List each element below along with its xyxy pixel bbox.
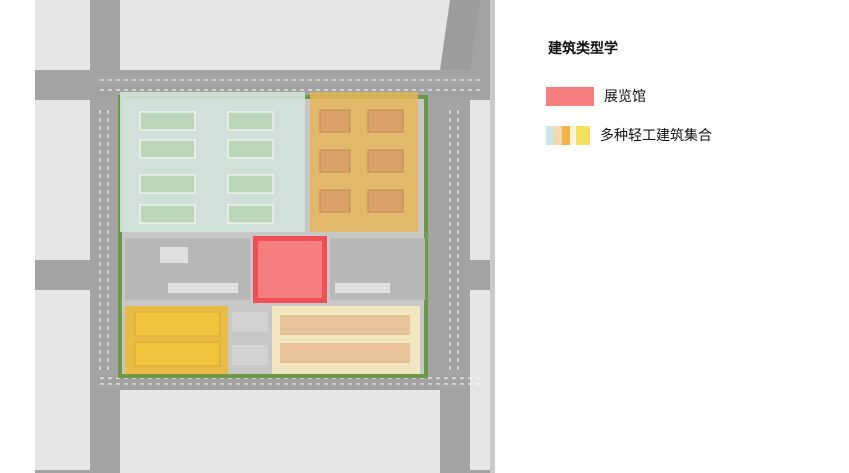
block-south — [120, 390, 440, 473]
central-small-building — [160, 247, 188, 263]
southwest-building-south — [134, 341, 221, 367]
solid-swatch-icon — [546, 86, 594, 106]
road-markings — [99, 79, 480, 385]
legend-label-exhibition-hall: 展览馆 — [604, 89, 646, 105]
legend-title: 建筑类型学 — [548, 41, 618, 57]
exhibition-hall-interior — [258, 241, 322, 298]
central-west-building — [168, 283, 238, 293]
map-edge — [490, 0, 495, 473]
legend-item-light-industry: 多种轻工建筑集合 — [546, 125, 712, 145]
block-west — [35, 100, 90, 260]
southwest-building-north — [134, 311, 221, 337]
west-buildings — [139, 111, 274, 224]
block-north — [120, 0, 450, 70]
legend-item-exhibition-hall: 展览馆 — [546, 86, 646, 106]
southeast-building-south — [280, 343, 410, 363]
southeast-building-north — [280, 315, 410, 335]
block-southwest — [35, 290, 90, 470]
south-central-building-1 — [232, 312, 268, 332]
multicolor-swatch-icon — [546, 125, 590, 145]
central-east-building — [335, 283, 390, 293]
east-buildings — [319, 109, 404, 213]
legend-label-light-industry: 多种轻工建筑集合 — [600, 128, 712, 144]
block-northwest — [35, 0, 90, 70]
road-diagonal — [440, 0, 480, 70]
south-central-building-2 — [232, 345, 268, 365]
